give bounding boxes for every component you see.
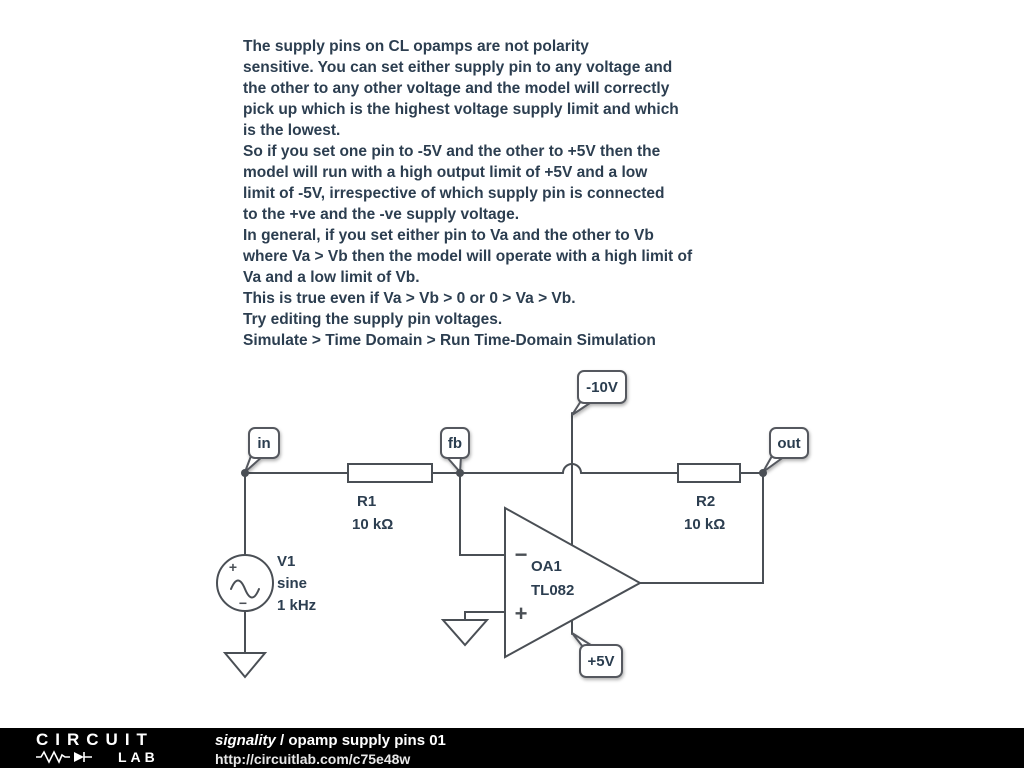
annotation-line: This is true even if Va > Vb > 0 or 0 > … <box>243 290 576 307</box>
flag-box-icon <box>577 370 627 404</box>
flag-out[interactable]: out <box>762 427 809 473</box>
circuitlab-logo[interactable]: CIRCUIT LAB <box>36 731 159 765</box>
annotation-line: Simulate > Time Domain > Run Time-Domain… <box>243 332 656 349</box>
circuit-meta: signality / opamp supply pins 01 http://… <box>215 732 446 768</box>
ground-icon <box>440 619 490 647</box>
component-v1-sine-source[interactable]: + − V1 sine 1 kHz <box>216 553 316 614</box>
v1-waveform-label: sine <box>277 575 307 592</box>
source-minus-mark: − <box>239 595 247 611</box>
flag-fb-label: fb <box>448 435 462 452</box>
resistor-diode-icon <box>36 749 92 764</box>
junction-dot <box>456 469 464 477</box>
ground-icon <box>222 652 268 679</box>
flag-supply-positive[interactable]: +5V <box>571 632 623 678</box>
flag-box-icon <box>440 427 470 459</box>
junction-dot <box>759 469 767 477</box>
flag-supply-negative[interactable]: -10V <box>571 370 627 416</box>
noninverting-input-mark: + <box>515 601 528 626</box>
annotation-line: pick up which is the highest voltage sup… <box>243 101 679 118</box>
flag-out-label: out <box>777 435 800 452</box>
wires <box>244 412 764 654</box>
annotation-text: The supply pins on CL opamps are not pol… <box>243 36 692 351</box>
resistor-icon <box>677 463 741 483</box>
annotation-line: where Va > Vb then the model will operat… <box>243 248 693 265</box>
r1-value-label: 10 kΩ <box>352 516 393 533</box>
opamp-icon <box>504 506 643 659</box>
voltage-source-icon <box>216 554 274 612</box>
annotation-line: Va and a low limit of Vb. <box>243 269 420 286</box>
oa1-name-label: OA1 <box>531 558 562 575</box>
wire-noninverting-to-gnd <box>464 611 506 621</box>
circuit-title-line: signality / opamp supply pins 01 <box>215 732 446 750</box>
flag-box-icon <box>248 427 280 459</box>
annotation-line: to the +ve and the -ve supply voltage. <box>243 206 520 223</box>
logo-text-lab: LAB <box>118 748 159 765</box>
flag-fb[interactable]: fb <box>440 427 470 475</box>
logo-text-circuit: CIRCUIT <box>36 730 154 749</box>
component-r2-resistor[interactable]: R2 10 kΩ <box>677 463 741 533</box>
sine-wave-icon <box>230 579 260 599</box>
flag-box-icon <box>769 427 809 459</box>
ground-symbol-v1[interactable] <box>222 652 268 679</box>
annotation-line: The supply pins on CL opamps are not pol… <box>243 38 589 55</box>
annotation-line: In general, if you set either pin to Va … <box>243 227 654 244</box>
author-name[interactable]: signality <box>215 732 276 749</box>
annotation-line: So if you set one pin to -5V and the oth… <box>243 143 661 160</box>
annotation-line: Try editing the supply pin voltages. <box>243 311 503 328</box>
annotation-line: is the lowest. <box>243 122 341 139</box>
flag-vpos-label: +5V <box>587 653 614 670</box>
component-r1-resistor[interactable]: R1 10 kΩ <box>347 463 433 533</box>
flag-in[interactable]: in <box>244 427 280 473</box>
ground-symbol-opamp[interactable] <box>440 619 490 647</box>
annotation-line: sensitive. You can set either supply pin… <box>243 59 673 76</box>
circuit-title: opamp supply pins 01 <box>288 732 446 749</box>
flag-box-icon <box>579 644 623 678</box>
annotation-line: limit of -5V, irrespective of which supp… <box>243 185 665 202</box>
wire-fb-to-inverting-input <box>459 472 506 556</box>
wire-output-to-out <box>639 472 764 584</box>
footer-bar: CIRCUIT LAB signality / opamp supply pin… <box>0 728 1024 768</box>
flag-vneg-label: -10V <box>586 379 618 396</box>
annotation-line: the other to any other voltage and the m… <box>243 80 670 97</box>
r2-value-label: 10 kΩ <box>684 516 725 533</box>
junction-dot <box>241 469 249 477</box>
r1-name-label: R1 <box>357 493 376 510</box>
v1-frequency-label: 1 kHz <box>277 597 316 614</box>
inverting-input-mark: − <box>515 542 528 567</box>
component-oa1-opamp[interactable]: − + OA1 TL082 <box>504 506 643 659</box>
circuit-url[interactable]: http://circuitlab.com/c75e48w <box>215 751 411 767</box>
r2-name-label: R2 <box>696 493 715 510</box>
v1-name-label: V1 <box>277 553 295 570</box>
flag-in-label: in <box>257 435 270 452</box>
source-plus-mark: + <box>229 559 237 575</box>
oa1-model-label: TL082 <box>531 582 574 599</box>
annotation-line: model will run with a high output limit … <box>243 164 648 181</box>
title-separator: / <box>275 732 289 749</box>
resistor-icon <box>347 463 433 483</box>
